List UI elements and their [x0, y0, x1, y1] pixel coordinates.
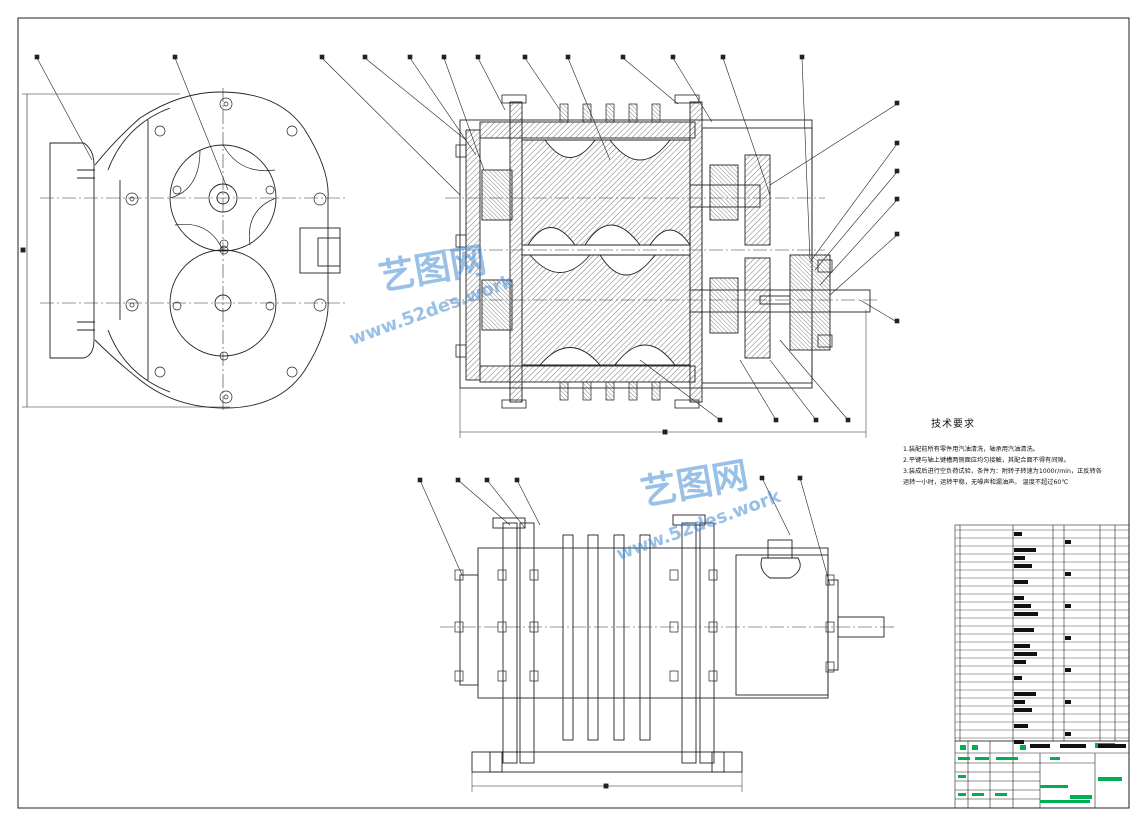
parts-list-entry-mark	[1014, 724, 1028, 728]
requirement-line: 1.装配前所有零件用汽油清洗，轴承用汽油清洗。	[903, 446, 1039, 453]
section-view	[445, 94, 880, 438]
parts-list-entry-mark	[1014, 740, 1024, 744]
parts-list-entry-mark	[1014, 644, 1030, 648]
parts-list-entry-mark	[1065, 540, 1071, 544]
parts-list-entry-mark	[1065, 700, 1071, 704]
technical-requirements: 技术要求 1.装配前所有零件用汽油清洗，轴承用汽油清洗。 2.平键与轴上键槽两侧…	[903, 415, 1128, 488]
parts-list-entry-mark	[1014, 708, 1032, 712]
parts-list-entries	[1014, 532, 1071, 744]
requirement-line: 3.装成后进行空负荷试验，条件为：附转子转速为1000r/min，正反转各	[903, 468, 1102, 475]
parts-list-entry-mark	[1065, 732, 1071, 736]
parts-list-entry-mark	[1014, 580, 1028, 584]
parts-list-entry-mark	[1014, 556, 1025, 560]
parts-list-entry-mark	[1014, 628, 1034, 632]
leader-lines	[34, 54, 900, 586]
parts-list-entry-mark	[1014, 596, 1024, 600]
parts-list	[954, 524, 1130, 744]
parts-list-entry-mark	[1014, 532, 1022, 536]
parts-list-entry-mark	[1014, 692, 1036, 696]
left-end-view	[20, 88, 345, 412]
requirement-line: 运转一小时，运转平稳，无噪声和漏油声。 温度不超过60℃	[903, 479, 1069, 486]
parts-list-entry-mark	[1065, 572, 1071, 576]
parts-list-entry-mark	[1065, 636, 1071, 640]
drawing-frame	[17, 17, 1130, 809]
requirement-line: 2.平键与轴上键槽两侧面应均匀接触，其配合面不得有间隙。	[903, 457, 1070, 464]
parts-list-entry-mark	[1065, 668, 1071, 672]
parts-list-entry-mark	[1065, 604, 1071, 608]
parts-list-entry-mark	[1014, 652, 1037, 656]
technical-requirements-title: 技术要求	[931, 419, 975, 430]
parts-list-entry-mark	[1014, 604, 1031, 608]
parts-list-rows	[955, 529, 1129, 739]
bottom-plan-view	[440, 514, 895, 792]
parts-list-entry-mark	[1014, 548, 1036, 552]
parts-list-entry-mark	[1014, 564, 1032, 568]
parts-list-entry-mark	[1014, 700, 1025, 704]
parts-list-entry-mark	[1014, 660, 1026, 664]
parts-list-entry-mark	[1014, 676, 1022, 680]
title-block	[954, 740, 1130, 809]
parts-list-entry-mark	[1014, 612, 1038, 616]
